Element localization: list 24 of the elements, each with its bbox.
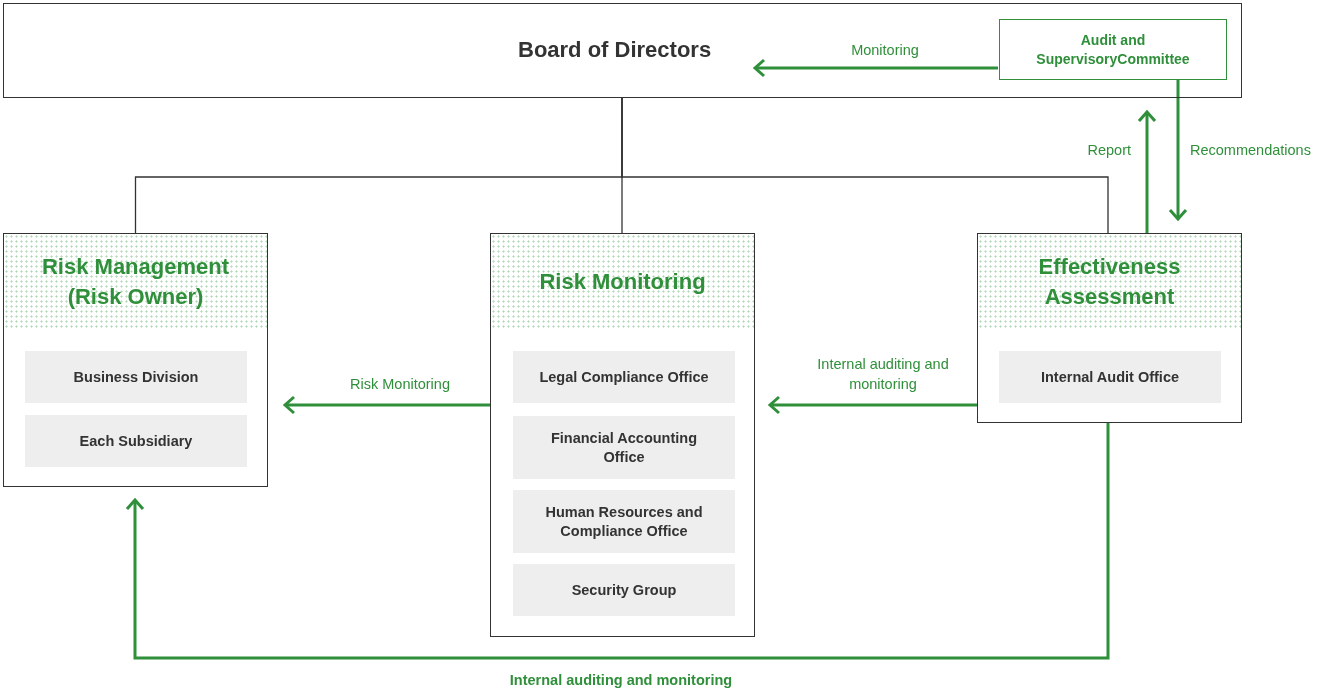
arrow [283, 395, 490, 415]
office-name: Security Group [570, 580, 678, 600]
committee-box [999, 19, 1227, 80]
board-box [3, 3, 1242, 98]
office-name: Human Resources and Compliance Office [544, 502, 704, 541]
group-title: Risk Management (Risk Owner) [40, 253, 231, 311]
office-name: Business Division [72, 367, 200, 387]
arrow [125, 423, 1110, 660]
office-name: Financial Accounting Office [549, 428, 699, 467]
office-name: Internal Audit Office [1040, 367, 1180, 387]
group-panel [3, 233, 268, 487]
board-title: Board of Directors [518, 37, 712, 63]
group-panel [490, 233, 755, 637]
arrow [753, 58, 998, 78]
office-name: Each Subsidiary [78, 431, 194, 451]
group-panel [977, 233, 1242, 423]
connector-line [621, 97, 1109, 234]
arrow [1137, 110, 1157, 233]
arrow [768, 395, 977, 415]
group-title: Risk Monitoring [538, 268, 707, 296]
arrow [1168, 79, 1188, 221]
group-title: Effectiveness Assessment [1037, 253, 1182, 311]
office-name: Legal Compliance Office [538, 367, 710, 387]
committee-title: Audit and SupervisoryCommittee [1035, 30, 1191, 69]
